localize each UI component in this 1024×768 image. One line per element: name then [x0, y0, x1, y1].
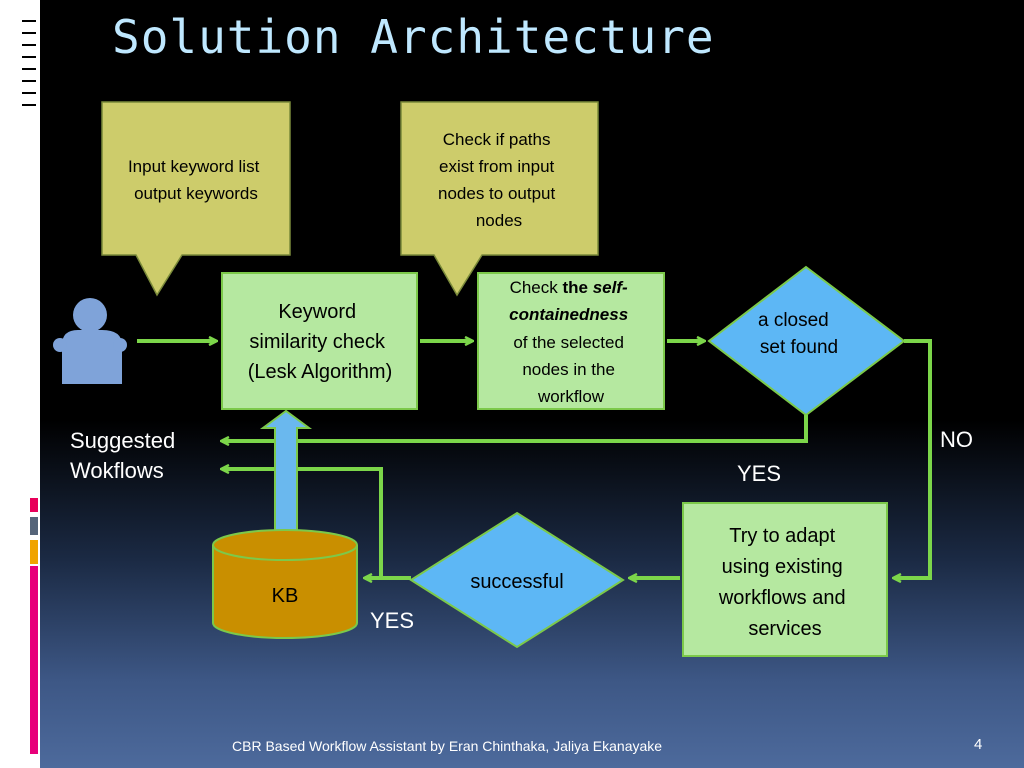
kb-up-arrow [259, 409, 313, 546]
self-containedness-box: Check the self- containedness of the sel… [477, 272, 665, 410]
adapt-line2: using existing [722, 556, 843, 578]
svg-text:a closed set found: a closed set found [758, 310, 838, 358]
adapt-box: Try to adapt using existing workflows an… [682, 502, 888, 657]
callout-input-line2: output keywords [134, 184, 258, 203]
accent-red [30, 498, 38, 512]
callout-paths-line2: exist from input [439, 157, 555, 176]
callout-paths-line4: nodes [476, 211, 522, 230]
self-line1-normal: Check [510, 278, 563, 297]
adapt-line1: Try to adapt [729, 525, 835, 547]
self-line1-bold-italic: self- [593, 278, 628, 297]
slide-footer: CBR Based Workflow Assistant by Eran Chi… [232, 738, 663, 754]
callout-check-paths: Check if paths exist from input nodes to… [400, 101, 599, 297]
left-lines-decoration [22, 0, 40, 120]
svg-text:Check if paths exist fro: Check if paths exist from input nodes to… [438, 130, 560, 230]
svg-text:KB: KB [272, 585, 299, 607]
svg-text:successful: successful [470, 571, 563, 593]
closed-set-line2: set found [760, 337, 838, 358]
self-line2: containedness [509, 305, 628, 324]
kb-database: KB [212, 529, 358, 639]
adapt-line4: services [748, 618, 821, 640]
keyword-line2: similarity check [249, 331, 386, 353]
slide-title: Solution Architecture [112, 10, 715, 64]
svg-text:Try to adapt using exist: Try to adapt using existing workflows an… [718, 525, 851, 640]
keyword-similarity-box: Keyword similarity check (Lesk Algorithm… [221, 272, 418, 410]
closed-set-line1: a closed [758, 310, 829, 331]
self-line5: workflow [537, 387, 605, 406]
svg-text:Input keyword list outpu: Input keyword list output keywords [128, 157, 264, 203]
successful-decision: successful [409, 511, 625, 649]
yes-label-bottom: YES [370, 608, 414, 633]
self-line3: of the selected [513, 333, 624, 352]
keyword-line1: Keyword [278, 301, 356, 323]
adapt-line3: workflows and [718, 587, 846, 609]
page-number: 4 [974, 736, 983, 753]
left-decoration-bar [0, 0, 40, 768]
closed-set-decision: a closed set found [707, 265, 906, 417]
no-label: NO [940, 427, 973, 452]
person-icon [53, 298, 127, 384]
arrow-no-to-adapt [894, 339, 932, 578]
callout-input-keywords: Input keyword list output keywords [101, 101, 291, 297]
accent-gray [30, 517, 38, 535]
successful-label: successful [470, 571, 563, 593]
callout-paths-line3: nodes to output [438, 184, 555, 203]
svg-text:Keyword similarity check: Keyword similarity check (Lesk Algorithm… [248, 301, 393, 383]
arrow-yes-to-suggested [222, 415, 808, 441]
callout-paths-line1: Check if paths [443, 130, 551, 149]
callout-input-line1: Input keyword list [128, 157, 260, 176]
keyword-line3: (Lesk Algorithm) [248, 361, 393, 383]
self-line4: nodes in the [522, 360, 615, 379]
yes-label-right: YES [737, 461, 781, 486]
accent-orange [30, 540, 38, 564]
kb-label: KB [272, 585, 299, 607]
svg-text:Check the self- containe: Check the self- containedness of the sel… [509, 278, 633, 406]
accent-pink [30, 566, 38, 754]
suggested-workflows-label: Suggested Wokflows [70, 428, 181, 483]
self-line1-bold: the [562, 278, 592, 297]
